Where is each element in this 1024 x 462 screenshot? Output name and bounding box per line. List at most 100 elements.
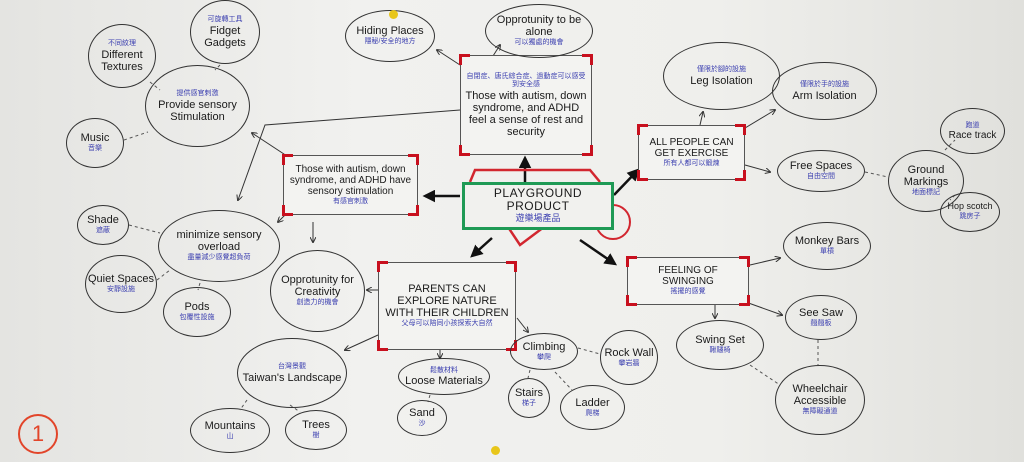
label-en: Stairs: [514, 387, 544, 400]
label-zh: 無障礙通道: [802, 408, 838, 416]
label-en: Race track: [948, 130, 997, 142]
label-en: Fidget Gadgets: [204, 24, 246, 49]
label-en: Hiding Places: [356, 25, 424, 38]
label-zh: 攀爬: [537, 353, 551, 361]
branch-sense-of-rest: 自閉症、唐氏綜合症、過動症可以感受到安全感 Those with autism,…: [459, 54, 593, 156]
label-en: Different Textures: [101, 48, 143, 73]
label-zh: 梯子: [522, 400, 536, 408]
label-zh: 僅限於手的設施: [800, 81, 849, 89]
branch-swinging: Feeling of swinging 搖擺的感覺: [626, 256, 750, 306]
label-en: Opprotunity to be alone: [496, 14, 582, 39]
label-en: Shade: [87, 214, 119, 227]
label-zh: 地面標記: [912, 189, 940, 197]
label-zh: 創造力的機會: [296, 299, 339, 307]
label-en: Free Spaces: [789, 160, 853, 173]
label-en: minimize sensory overload: [176, 229, 262, 254]
label-zh: 自閉症、唐氏綜合症、過動症可以感受到安全感: [466, 73, 586, 88]
label-en: Ground Markings: [903, 164, 949, 189]
label-en: Arm Isolation: [792, 89, 857, 102]
label-en: All people can get exercise: [649, 136, 734, 159]
label-en: Quiet Spaces: [87, 273, 155, 286]
label-zh: 僅限於腳的設施: [697, 66, 746, 74]
label-zh: 樹: [312, 432, 320, 440]
arrow-to-exercise: [613, 168, 640, 196]
label-zh: 爬梯: [585, 409, 600, 417]
central-node: Playground Product 遊樂場產品: [462, 182, 614, 230]
label-en: Taiwan's Landscape: [242, 371, 342, 384]
label-en: Loose Materials: [405, 375, 483, 388]
label-en: Hop scotch: [947, 201, 993, 212]
label-en: Ladder: [575, 396, 610, 409]
label-en: See Saw: [798, 306, 844, 319]
label-en: Opprotunity for Creativity: [281, 274, 354, 299]
central-title-zh: 遊樂場產品: [515, 213, 561, 224]
label-en: Swing Set: [695, 334, 745, 347]
label-en: Those with autism, down syndrome, and AD…: [465, 89, 587, 138]
label-en: Provide sensory Stimulation: [158, 98, 237, 123]
label-zh: 父母可以陪同小孩探索大自然: [401, 320, 493, 328]
label-zh: 搖擺的感覺: [670, 288, 706, 296]
label-zh: 不同紋理: [108, 40, 136, 48]
label-en: Pods: [184, 301, 210, 314]
label-zh: 山: [226, 432, 234, 440]
label-zh: 可以獨處的機會: [514, 39, 564, 47]
label-zh: 音樂: [88, 145, 102, 153]
pushpin-icon: [491, 446, 500, 455]
label-en: Music: [80, 132, 110, 145]
label-zh: 台灣景觀: [278, 363, 306, 371]
label-zh: 鞦韆椅: [709, 347, 731, 355]
label-en: Sand: [409, 407, 435, 420]
label-zh: 單槓: [820, 248, 834, 256]
label-en: Rock Wall: [604, 346, 654, 359]
label-zh: 鬆散材料: [430, 366, 458, 374]
label-en: Climbing: [522, 340, 566, 353]
branch-exercise: All people can get exercise 所有人都可以鍛煉: [637, 124, 746, 181]
branch-sensory-stimulation: Those with autism, down syndrome, and AD…: [282, 154, 419, 216]
label-zh: 包覆性設施: [179, 314, 215, 322]
label-zh: 自由空間: [807, 173, 835, 181]
label-zh: 攀岩牆: [618, 359, 640, 367]
label-zh: 跳房子: [959, 213, 981, 221]
label-en: Mountains: [204, 419, 256, 432]
label-zh: 可旋轉工具: [207, 16, 243, 24]
branch-parents: Parents can explore nature with their ch…: [377, 261, 517, 351]
label-zh: 遮蔽: [96, 227, 110, 235]
label-en: Those with autism, down syndrome, and AD…: [289, 163, 412, 197]
label-en: Parents can explore nature with their ch…: [385, 283, 509, 320]
page-number-badge: 1: [18, 414, 58, 454]
label-zh: 翹翹板: [810, 319, 832, 327]
label-en: Monkey Bars: [794, 235, 860, 248]
label-zh: 沙: [418, 420, 426, 428]
central-title: Playground Product: [493, 185, 583, 214]
label-zh: 所有人都可以鍛煉: [663, 159, 720, 167]
label-zh: 跑道: [965, 121, 980, 129]
arrow-to-swinging: [579, 238, 618, 266]
